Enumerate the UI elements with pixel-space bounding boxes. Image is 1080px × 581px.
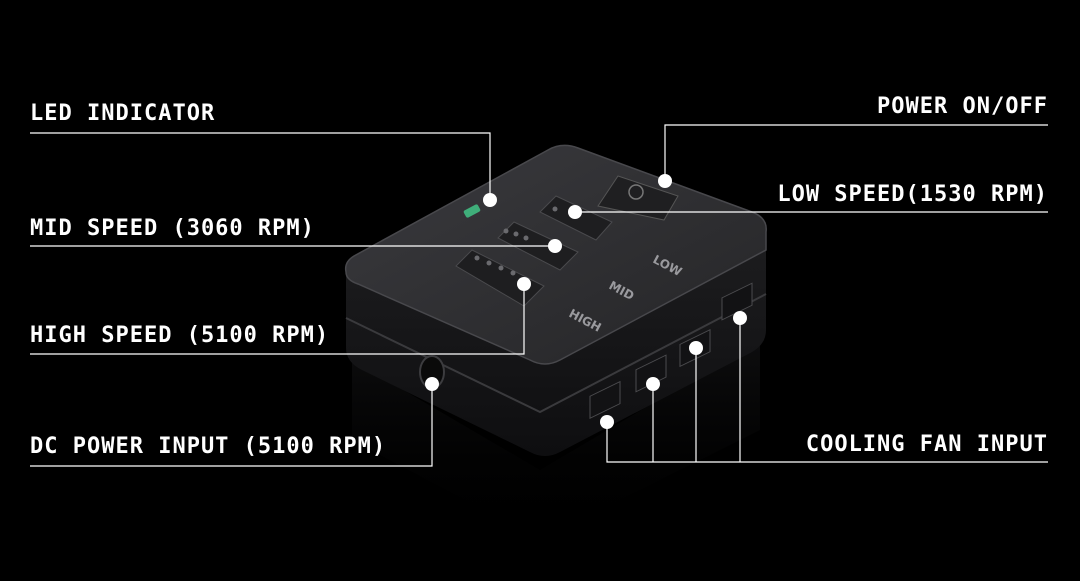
label-mid-speed: MID SPEED (3060 RPM) bbox=[30, 216, 315, 242]
callout-dot-high bbox=[517, 277, 531, 291]
label-led-indicator: LED INDICATOR bbox=[30, 101, 215, 127]
callout-dot-power bbox=[658, 174, 672, 188]
label-high-speed: HIGH SPEED (5100 RPM) bbox=[30, 323, 329, 349]
callout-dot-led bbox=[483, 193, 497, 207]
callout-dot-low bbox=[568, 205, 582, 219]
callout-dot-mid bbox=[548, 239, 562, 253]
callout-dot-dc bbox=[425, 377, 439, 391]
label-power-on-off: POWER ON/OFF bbox=[877, 94, 1048, 120]
label-dc-power-input: DC POWER INPUT (5100 RPM) bbox=[30, 434, 386, 460]
callout-dot-fan-1 bbox=[600, 415, 614, 429]
label-cooling-fan-input: COOLING FAN INPUT bbox=[806, 432, 1048, 458]
label-low-speed: LOW SPEED(1530 RPM) bbox=[777, 182, 1048, 208]
callout-dot-fan-2 bbox=[646, 377, 660, 391]
callout-dot-fan-3 bbox=[689, 341, 703, 355]
callout-dot-fan-4 bbox=[733, 311, 747, 325]
